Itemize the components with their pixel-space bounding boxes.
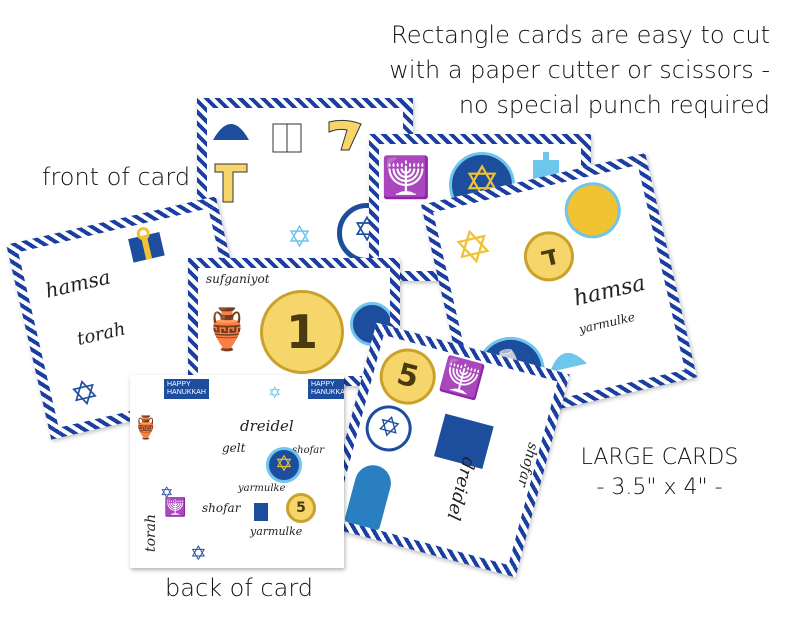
pattern-word-shofar: shofar [292, 445, 325, 456]
menorah-icon: 🕎 [436, 354, 488, 403]
pattern-word-dreidel: dreidel [240, 417, 294, 435]
menorah-icon: 🕎 [381, 156, 431, 200]
coin-1-icon: 1 [260, 290, 344, 374]
pitcher-icon: 🏺 [132, 415, 160, 440]
large-cards-title: LARGE CARDS [580, 445, 739, 470]
card-word-dreidel: dreidel [442, 454, 480, 523]
coin-5-icon: 5 [373, 342, 442, 411]
gift-box-icon [128, 227, 165, 263]
back-of-card-label: back of card [165, 574, 314, 602]
front-of-card-label: front of card [42, 163, 191, 191]
star-medallion-icon: ✡ [56, 364, 112, 420]
card-left: hamsa torah ✡ [6, 196, 261, 440]
star-medallion-icon: ✡ [266, 447, 302, 483]
large-cards-label: LARGE CARDS - 3.5" x 4" - [572, 443, 747, 503]
star-of-david-icon: ✡ [190, 543, 207, 565]
pattern-word-torah: torah [143, 513, 160, 553]
card-right: ✡ ד hamsa yarmulke 🍷 [421, 153, 697, 429]
coin-icon: ד [518, 226, 579, 287]
card-word-hamsa: hamsa [571, 270, 648, 312]
girl-figure-icon [343, 461, 395, 533]
pattern-word-yarmulke: yarmulke [238, 483, 286, 494]
star-of-david-icon: ✡ [160, 485, 174, 502]
dreidel-icon [254, 503, 268, 521]
happy-hanukkah-badge: HAPPY HANUKKAH [164, 379, 209, 399]
card-word-yarmulke: yarmulke [577, 309, 637, 337]
hebrew-letter-icon [328, 119, 362, 151]
card-word-hamsa: hamsa [42, 264, 113, 303]
card-word-torah: torah [75, 318, 128, 350]
large-cards-size: - 3.5" x 4" - [596, 475, 723, 500]
happy-hanukkah-badge: HAPPY HANUKKAH [308, 379, 344, 399]
card-word-shofar: shofar [513, 440, 541, 489]
star-of-david-icon: ✡ [287, 221, 313, 254]
torah-book-icon [272, 123, 302, 153]
top-caption-line-2: with a paper cutter or scissors - [389, 56, 770, 84]
star-medallion-icon: ✡ [360, 400, 417, 457]
hebrew-letter-icon [214, 163, 248, 203]
card-word-sufganiyot: sufganiyot [206, 272, 270, 286]
coin-icon: 5 [286, 493, 316, 523]
top-caption: Rectangle cards are easy to cut with a p… [360, 18, 770, 123]
star-of-david-icon: ✡ [448, 217, 498, 277]
star-of-david-icon: ✡ [268, 385, 282, 402]
top-caption-line-3: no special punch required [458, 91, 770, 119]
card-back-pattern: HAPPY HANUKKAH HAPPY HANUKKAH dreidel ge… [130, 375, 344, 568]
pattern-word-shofar: shofar [202, 501, 241, 515]
menorah-icon: 🕎 [164, 497, 187, 517]
pitcher-icon: 🏺 [202, 308, 252, 352]
pattern-word-gelt: gelt [222, 441, 246, 455]
yarmulke-icon [550, 353, 588, 373]
pattern-word-yarmulke: yarmulke [250, 525, 303, 538]
top-caption-line-1: Rectangle cards are easy to cut [391, 21, 770, 49]
yarmulke-icon [213, 124, 249, 140]
gelt-coins-icon [559, 176, 627, 244]
